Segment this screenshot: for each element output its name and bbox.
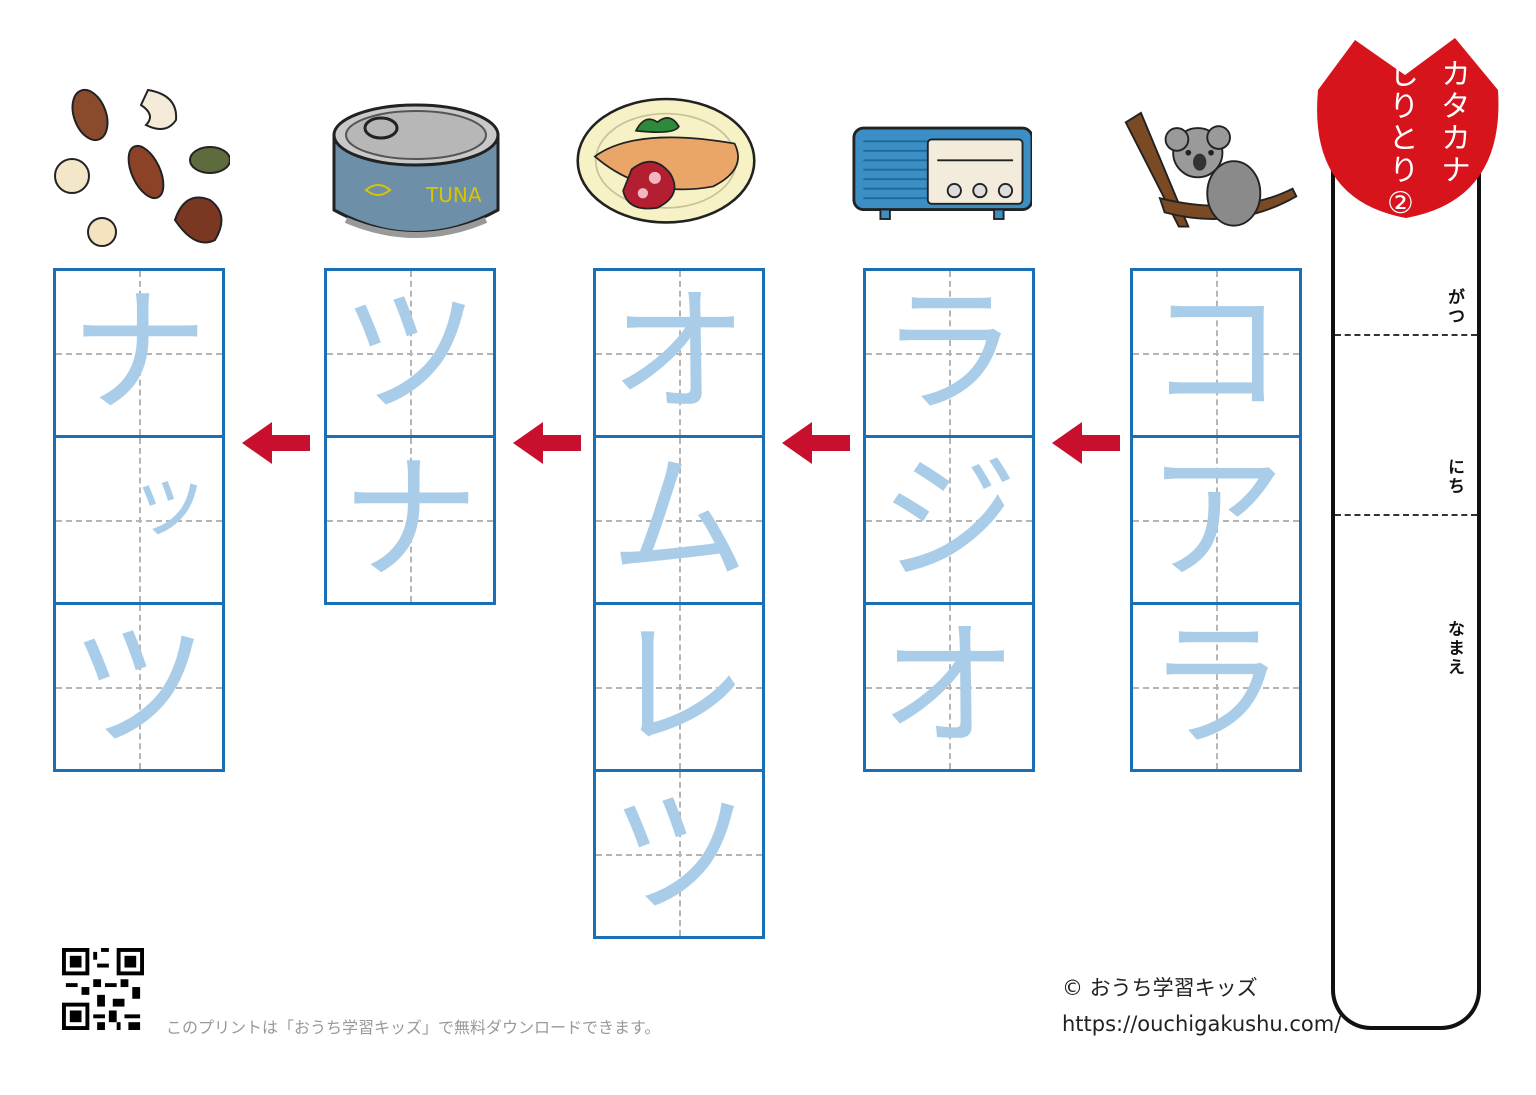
tracing-cell[interactable]: ツ — [593, 769, 765, 939]
tracing-cell[interactable]: ム — [593, 435, 765, 605]
word-column-koala: コアラ — [1130, 268, 1302, 772]
tracing-cell[interactable]: ツ — [324, 268, 496, 438]
guide-line — [327, 520, 493, 522]
tuna-label: TUNA — [425, 183, 482, 207]
guide-line — [1133, 353, 1299, 355]
left-arrow-icon — [782, 422, 850, 464]
left-arrow-icon — [242, 422, 310, 464]
word-column-tuna: ツナ — [324, 268, 496, 605]
trace-kana: レ — [609, 606, 748, 767]
guide-line — [596, 854, 762, 856]
guide-line — [327, 353, 493, 355]
left-arrow-icon — [513, 422, 581, 464]
guide-line — [596, 353, 762, 355]
worksheet-title: しりとり② — [1383, 58, 1418, 223]
guide-line — [56, 520, 222, 522]
guide-line — [866, 687, 1032, 689]
word-column-nuts: ナッツ — [53, 268, 225, 772]
tracing-cell[interactable]: ツ — [53, 602, 225, 772]
tracing-cell[interactable]: レ — [593, 602, 765, 772]
name-label: なまえ — [1444, 620, 1464, 677]
trace-kana: ム — [609, 439, 748, 600]
radio-icon — [852, 126, 1032, 220]
name-date-panel: がつ にち なまえ — [1331, 160, 1481, 1030]
tracing-cell[interactable]: ジ — [863, 435, 1035, 605]
tracing-cell[interactable]: ッ — [53, 435, 225, 605]
trace-kana: ア — [1146, 439, 1285, 600]
word-column-omelet: オムレツ — [593, 268, 765, 939]
month-label: がつ — [1444, 288, 1464, 326]
trace-kana: ラ — [1146, 606, 1285, 767]
tulip-badge — [1317, 38, 1499, 218]
guide-line — [56, 687, 222, 689]
word-column-radio: ラジオ — [863, 268, 1035, 772]
tracing-cell[interactable]: オ — [863, 602, 1035, 772]
koala-icon — [1124, 111, 1298, 228]
tuna-can-icon: TUNA — [332, 103, 500, 238]
download-note: このプリントは「おうち学習キッズ」で無料ダウンロードできます。 — [166, 1018, 661, 1037]
trace-kana: ッ — [127, 453, 210, 548]
tracing-cell[interactable]: ラ — [1130, 602, 1302, 772]
guide-line — [1133, 687, 1299, 689]
left-arrow-icon — [1052, 422, 1120, 464]
tracing-cell[interactable]: ナ — [53, 268, 225, 438]
trace-kana: オ — [879, 606, 1018, 767]
omelet-icon — [576, 97, 756, 224]
trace-kana: ツ — [609, 773, 748, 934]
tracing-cell[interactable]: オ — [593, 268, 765, 438]
trace-kana: ナ — [340, 439, 479, 600]
trace-kana: ナ — [69, 272, 208, 433]
tracing-cell[interactable]: ナ — [324, 435, 496, 605]
guide-line — [1133, 520, 1299, 522]
trace-kana: オ — [609, 272, 748, 433]
guide-line — [866, 353, 1032, 355]
panel-divider — [1335, 334, 1477, 336]
nuts-icon — [54, 88, 230, 247]
guide-line — [866, 520, 1032, 522]
category-label: カタカナ — [1435, 58, 1470, 186]
guide-line — [56, 353, 222, 355]
guide-line — [596, 520, 762, 522]
tracing-cell[interactable]: ラ — [863, 268, 1035, 438]
day-label: にち — [1444, 458, 1464, 496]
trace-kana: ツ — [69, 606, 208, 767]
guide-line — [596, 687, 762, 689]
trace-kana: コ — [1146, 272, 1285, 433]
trace-kana: ツ — [340, 272, 479, 433]
copyright-text: © おうち学習キッズ — [1062, 976, 1258, 1000]
qr-code-icon — [62, 948, 144, 1030]
trace-kana: ラ — [879, 272, 1018, 433]
trace-kana: ジ — [879, 439, 1018, 600]
tracing-cell[interactable]: コ — [1130, 268, 1302, 438]
panel-divider — [1335, 514, 1477, 516]
site-url-link[interactable]: https://ouchigakushu.com/ — [1062, 1012, 1342, 1036]
tracing-cell[interactable]: ア — [1130, 435, 1302, 605]
